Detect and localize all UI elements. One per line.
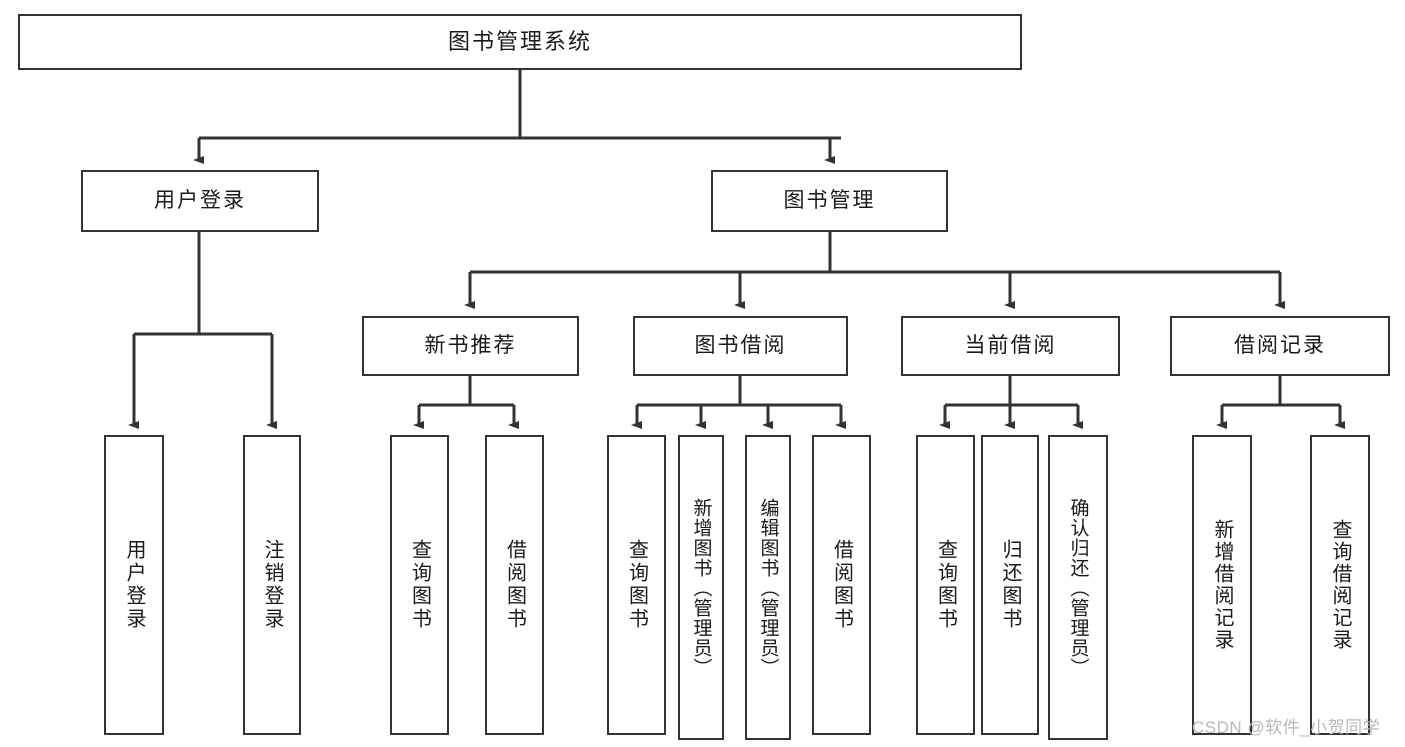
- node-user-login-label: 用户登录: [154, 188, 246, 212]
- node-book-management[interactable]: 图书管理: [711, 170, 948, 232]
- node-leaf-return-book-label: 归还图书: [999, 539, 1021, 631]
- node-current-borrow[interactable]: 当前借阅: [901, 316, 1120, 376]
- node-leaf-user-login[interactable]: 用户登录: [104, 435, 164, 735]
- node-leaf-query-book-3[interactable]: 查询图书: [916, 435, 975, 735]
- node-borrow-record-label: 借阅记录: [1234, 333, 1326, 357]
- node-leaf-query-book-2[interactable]: 查询图书: [607, 435, 666, 735]
- node-leaf-add-record[interactable]: 新增借阅记录: [1192, 435, 1252, 735]
- node-leaf-query-book-1[interactable]: 查询图书: [390, 435, 449, 735]
- node-user-login[interactable]: 用户登录: [81, 170, 319, 232]
- node-leaf-query-book-2-label: 查询图书: [625, 539, 648, 631]
- node-leaf-query-book-1-label: 查询图书: [408, 539, 431, 631]
- node-book-management-label: 图书管理: [783, 188, 876, 212]
- node-leaf-logout[interactable]: 注销登录: [243, 435, 301, 735]
- node-leaf-query-record-label: 查询借阅记录: [1329, 519, 1351, 651]
- node-leaf-edit-book-label: 编辑图书（管理员）: [757, 497, 779, 678]
- node-leaf-query-book-3-label: 查询图书: [934, 539, 957, 631]
- node-leaf-borrow-book-2[interactable]: 借阅图书: [812, 435, 871, 735]
- node-root[interactable]: 图书管理系统: [18, 14, 1022, 70]
- node-leaf-borrow-book-2-label: 借阅图书: [830, 539, 853, 631]
- node-book-borrow[interactable]: 图书借阅: [633, 316, 848, 376]
- node-leaf-add-book-label: 新增图书（管理员）: [690, 497, 712, 678]
- node-leaf-user-login-label: 用户登录: [123, 539, 145, 631]
- node-book-borrow-label: 图书借阅: [694, 333, 787, 357]
- node-leaf-return-book[interactable]: 归还图书: [981, 435, 1039, 735]
- node-leaf-confirm-return-label: 确认归还（管理员）: [1067, 497, 1089, 678]
- node-new-book-recommend[interactable]: 新书推荐: [362, 316, 579, 376]
- node-leaf-borrow-book-1[interactable]: 借阅图书: [485, 435, 544, 735]
- node-leaf-add-book[interactable]: 新增图书（管理员）: [678, 435, 724, 740]
- node-leaf-logout-label: 注销登录: [261, 539, 283, 631]
- node-new-book-recommend-label: 新书推荐: [424, 333, 517, 357]
- node-leaf-borrow-book-1-label: 借阅图书: [503, 539, 526, 631]
- node-borrow-record[interactable]: 借阅记录: [1170, 316, 1390, 376]
- node-leaf-query-record[interactable]: 查询借阅记录: [1310, 435, 1370, 735]
- node-root-label: 图书管理系统: [447, 29, 592, 55]
- node-leaf-confirm-return[interactable]: 确认归还（管理员）: [1048, 435, 1108, 740]
- watermark: CSDN @软件_小贺同学: [1192, 718, 1381, 737]
- node-leaf-add-record-label: 新增借阅记录: [1211, 519, 1233, 651]
- node-current-borrow-label: 当前借阅: [964, 333, 1057, 357]
- node-leaf-edit-book[interactable]: 编辑图书（管理员）: [745, 435, 791, 740]
